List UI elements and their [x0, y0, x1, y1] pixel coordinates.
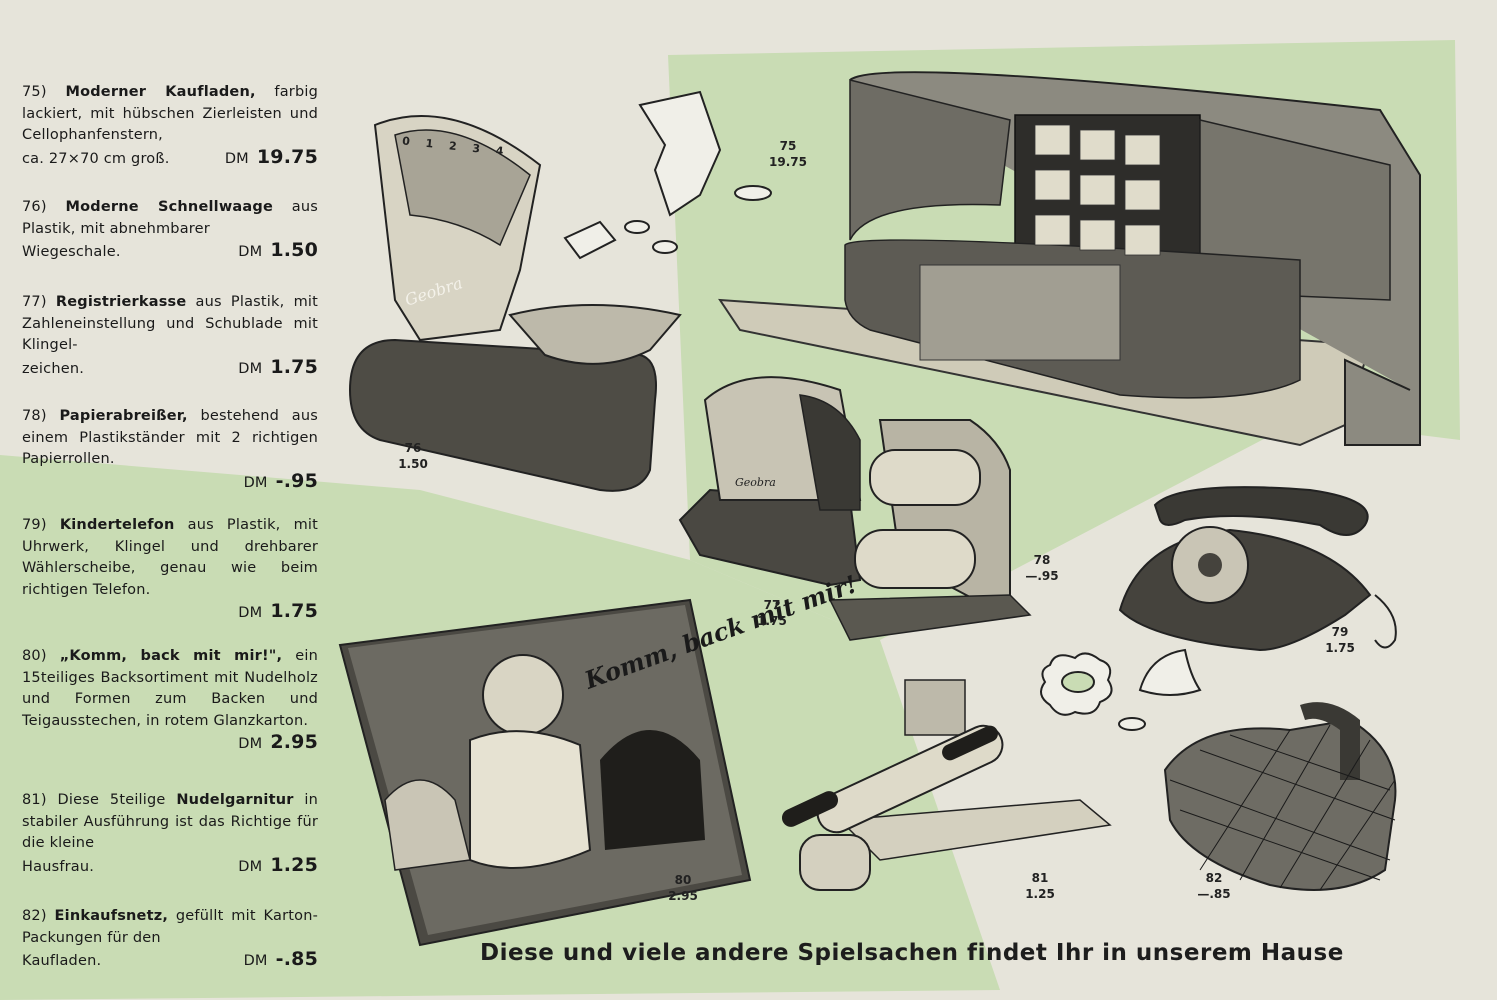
shop-counter-illustration — [718, 71, 1421, 447]
item-75-price: 19.75 — [256, 145, 318, 168]
item-77-price: 1.75 — [270, 355, 318, 378]
cash-register-illustration — [678, 376, 862, 587]
item-76-description: 76) Moderne Schnellwaage aus Plastik, mi… — [22, 199, 318, 261]
item-80-price: 2.95 — [270, 731, 318, 753]
item-79-price: 1.75 — [270, 600, 318, 622]
paper-scraps — [563, 90, 772, 260]
item-80-description: 80) „Komm, back mit mir!", ein 15teilige… — [22, 648, 319, 753]
rolling-pin-set-illustration — [781, 679, 1112, 891]
item-75-description: 75) Moderner Kaufladen, farbig lackiert,… — [22, 84, 319, 168]
cookie-cutters — [1040, 648, 1202, 731]
scale-illustration — [348, 115, 682, 492]
item-79-description: 79) Kindertelefon aus Plastik, mit Uhrwe… — [22, 517, 319, 622]
item-82-description: 82) Einkaufsnetz, gefüllt mit Karton-Pac… — [22, 908, 319, 970]
item-78-description: 78) Papierabreißer, bestehend aus einem … — [22, 408, 319, 492]
telephone-illustration — [1118, 486, 1397, 652]
footer-slogan: Diese und viele andere Spielsachen finde… — [480, 940, 1344, 966]
item-76-price: 1.50 — [270, 239, 318, 261]
caption-82: 82—.85 — [1197, 871, 1231, 901]
register-brand-label: Geobra — [735, 476, 776, 489]
shopping-net-illustration — [1163, 702, 1397, 891]
item-78-price: -.95 — [275, 469, 318, 492]
paper-roll-illustration — [828, 419, 1032, 641]
item-81-description: 81) Diese 5teilige Nudelgarnitur in stab… — [22, 792, 319, 876]
item-77-description: 77) Registrierkasse aus Plastik, mit Zah… — [22, 294, 319, 378]
item-81-price: 1.25 — [270, 853, 318, 876]
item-82-price: -.85 — [275, 948, 318, 970]
caption-78: 78—.95 — [1025, 553, 1059, 583]
